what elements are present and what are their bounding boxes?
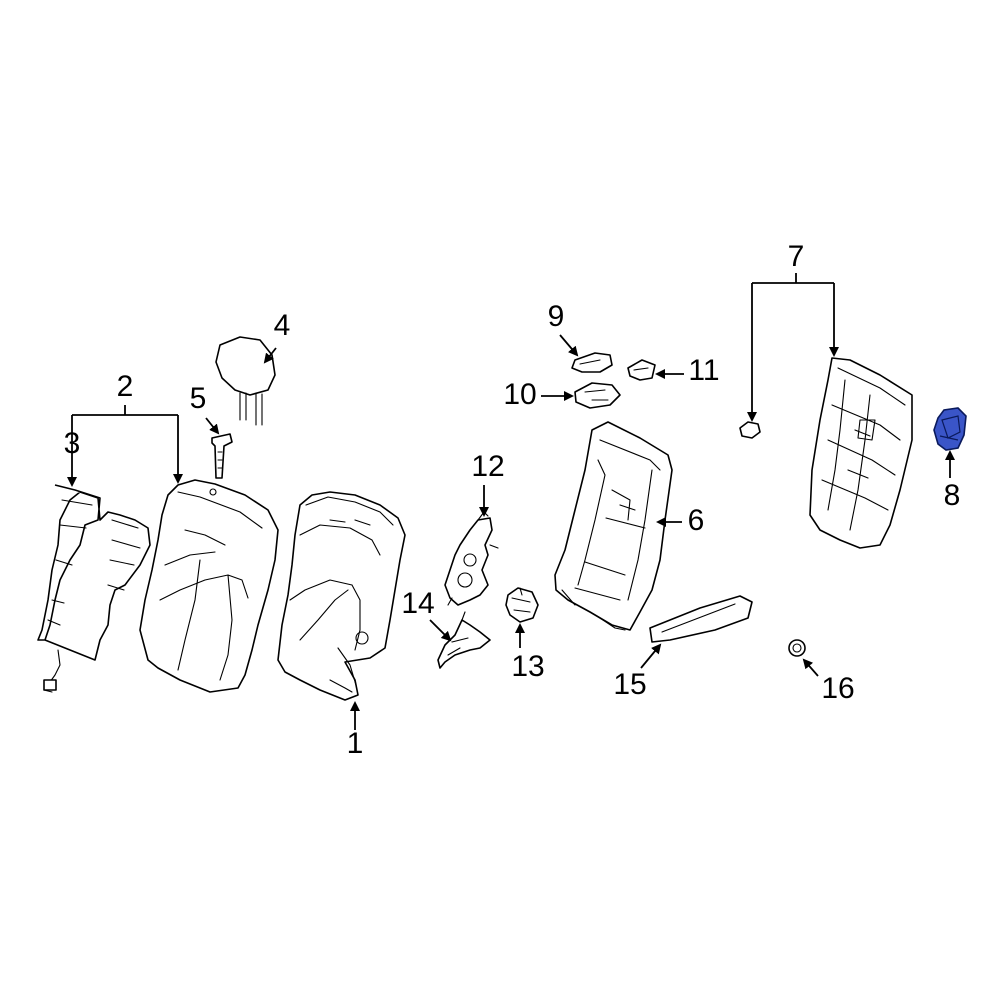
part-4-headrest[interactable] — [215, 336, 276, 426]
part-10-cover[interactable] — [574, 382, 621, 409]
part-11-clip[interactable] — [627, 359, 656, 381]
part-5-headrest-guide[interactable] — [211, 433, 233, 479]
callout-9: 9 — [548, 300, 565, 333]
callout-4: 4 — [274, 309, 291, 342]
leader-lines — [67, 273, 955, 730]
part-6-frame[interactable] — [554, 421, 673, 631]
part-7-clip[interactable] — [739, 421, 761, 439]
callout-5: 5 — [190, 382, 207, 415]
part-9-cover[interactable] — [571, 352, 613, 373]
callout-12: 12 — [471, 450, 504, 483]
callout-6: 6 — [688, 504, 705, 537]
callout-14: 14 — [401, 587, 434, 620]
part-3-heater[interactable] — [37, 484, 151, 693]
callout-15: 15 — [613, 668, 646, 701]
callout-10: 10 — [503, 378, 536, 411]
part-13-knob[interactable] — [505, 587, 539, 623]
part-7-back-panel[interactable] — [809, 357, 913, 549]
part-2-back-cover[interactable] — [139, 479, 279, 693]
callout-11: 11 — [688, 354, 719, 387]
part-15-armrest[interactable] — [649, 595, 753, 643]
part-14-bracket[interactable] — [437, 611, 491, 669]
callout-13: 13 — [511, 650, 544, 683]
callout-labels: 1 2 3 4 5 6 7 8 9 10 11 12 13 14 15 16 — [64, 240, 961, 760]
callout-3: 3 — [64, 427, 81, 460]
callout-2: 2 — [117, 370, 134, 403]
part-16-grommet[interactable] — [788, 639, 806, 657]
part-8-cover[interactable] — [933, 407, 967, 451]
callout-16: 16 — [821, 672, 854, 705]
callout-1: 1 — [347, 727, 364, 760]
part-1-back-pad[interactable] — [277, 491, 406, 701]
part-12-latch[interactable] — [444, 511, 499, 606]
callout-7: 7 — [788, 240, 805, 273]
callout-8: 8 — [944, 479, 961, 512]
